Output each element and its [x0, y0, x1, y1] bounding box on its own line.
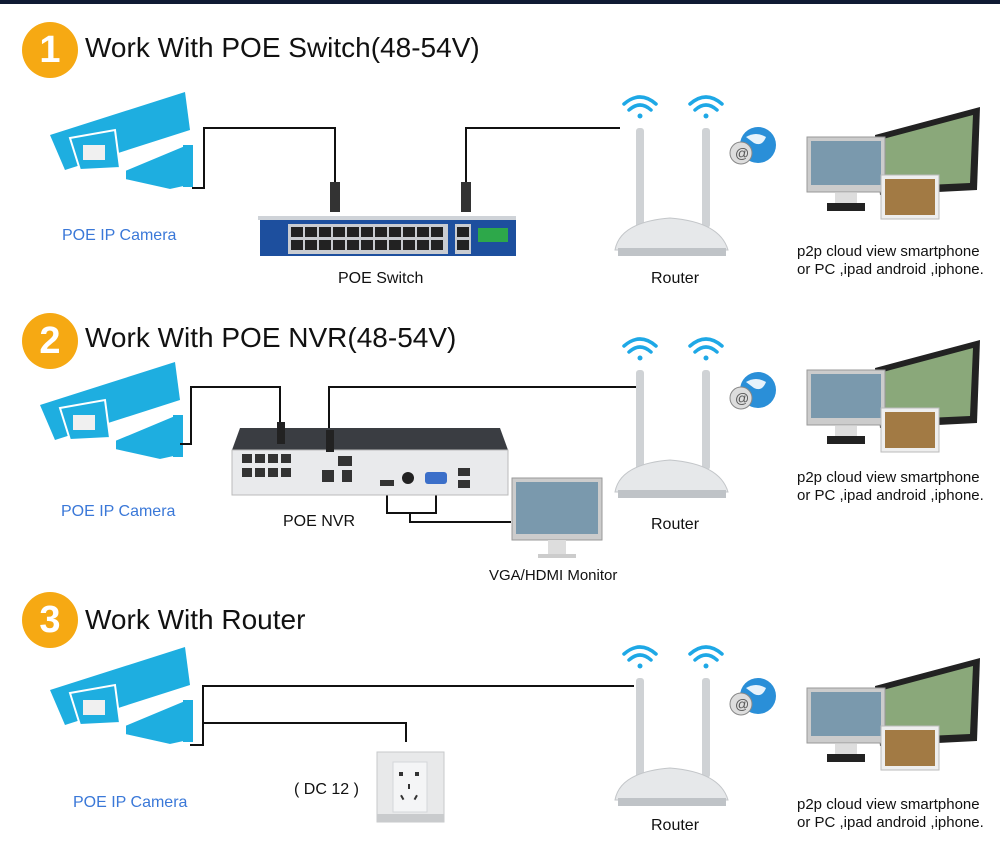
monitor-label: VGA/HDMI Monitor [489, 567, 618, 584]
camera-label: POE IP Camera [61, 503, 176, 520]
power-label: ( DC 12 ) [294, 781, 359, 798]
svg-text:@: @ [735, 696, 749, 712]
step-badge: 2 [22, 313, 78, 369]
router-label: Router [651, 516, 700, 533]
p2p-line-2: or PC ,ipad android ,iphone. [797, 261, 984, 278]
p2p-description: p2p cloud view smartphone or PC ,ipad an… [797, 243, 984, 279]
router-label: Router [651, 817, 700, 834]
monitor-device [511, 477, 603, 558]
svg-text:@: @ [735, 145, 749, 161]
header-bar [0, 0, 1000, 4]
camera-label: POE IP Camera [73, 794, 188, 811]
p2p-description: p2p cloud view smartphone or PC ,ipad an… [797, 469, 984, 505]
section-title: Work With POE Switch(48-54V) [85, 32, 480, 63]
ip-camera-icon [50, 92, 195, 192]
power-outlet-icon [376, 751, 445, 823]
ip-camera-icon [40, 362, 185, 462]
hub-label: POE NVR [283, 513, 356, 530]
viewing-devices-image [806, 340, 980, 453]
internet-globe-icon: @ [729, 127, 776, 165]
step-badge: 3 [22, 592, 78, 648]
poe-nvr-device [231, 422, 509, 496]
camera-label: POE IP Camera [62, 227, 177, 244]
viewing-devices-image [806, 658, 980, 771]
step-badge: 1 [22, 22, 78, 78]
router-label: Router [651, 270, 700, 287]
p2p-line-1: p2p cloud view smartphone [797, 243, 980, 260]
poe-switch-device [258, 182, 516, 256]
p2p-line-2: or PC ,ipad android ,iphone. [797, 487, 984, 504]
section-title: Work With POE NVR(48-54V) [85, 322, 457, 353]
ip-camera-icon [50, 647, 195, 747]
section-title: Work With Router [85, 604, 306, 635]
p2p-description: p2p cloud view smartphone or PC ,ipad an… [797, 796, 984, 832]
internet-globe-icon: @ [729, 678, 776, 716]
p2p-line-1: p2p cloud view smartphone [797, 796, 980, 813]
router-device [614, 337, 729, 498]
p2p-line-1: p2p cloud view smartphone [797, 469, 980, 486]
viewing-devices-image [806, 107, 980, 220]
hub-label: POE Switch [338, 270, 424, 287]
router-device [614, 95, 729, 256]
p2p-line-2: or PC ,ipad android ,iphone. [797, 814, 984, 831]
router-device [614, 645, 729, 806]
svg-text:@: @ [735, 390, 749, 406]
internet-globe-icon: @ [729, 372, 776, 410]
